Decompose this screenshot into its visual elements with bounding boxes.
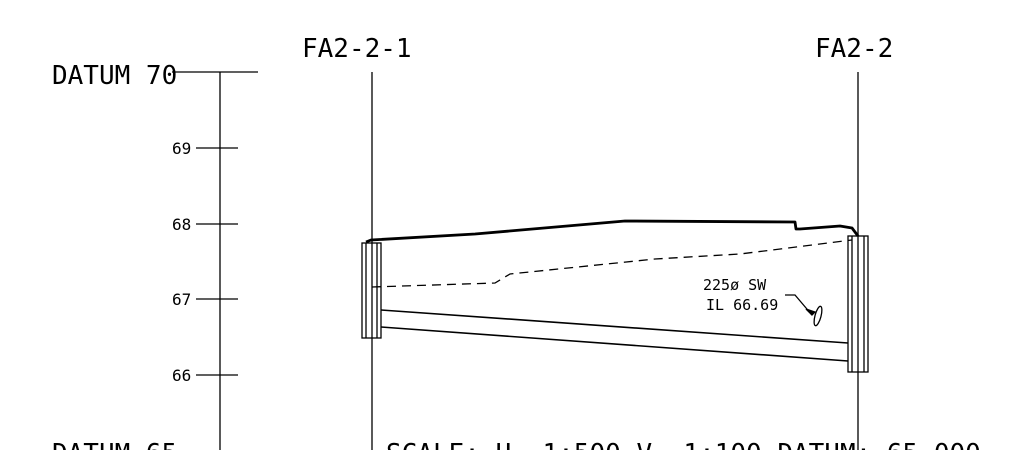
pipe-bottom-edge bbox=[380, 326, 849, 362]
datum-top-label: DATUM 70 bbox=[52, 61, 177, 91]
manhole-right-label: FA2-2 bbox=[815, 34, 893, 64]
tick-label-67: 67 bbox=[172, 290, 191, 309]
dashed-level-line bbox=[371, 239, 853, 288]
pipe-note-invert-level: IL 66.69 bbox=[706, 296, 778, 314]
pipe-top-edge bbox=[380, 309, 849, 344]
manhole-left-label: FA2-2-1 bbox=[302, 34, 412, 64]
manhole-left-chamber bbox=[361, 242, 382, 339]
ground-level-line bbox=[365, 219, 860, 244]
tick-label-68: 68 bbox=[172, 215, 191, 234]
tick-label-69: 69 bbox=[172, 139, 191, 158]
scale-caption: SCALE: H. 1:500 V. 1:100 DATUM: 65.000 bbox=[386, 439, 981, 450]
elevation-scale bbox=[172, 71, 258, 450]
pipe-note-leader bbox=[785, 294, 823, 327]
datum-bottom-label: DATUM 65 bbox=[52, 439, 177, 450]
pipe-note-size: 225ø SW bbox=[703, 276, 767, 294]
tick-label-66: 66 bbox=[172, 366, 191, 385]
